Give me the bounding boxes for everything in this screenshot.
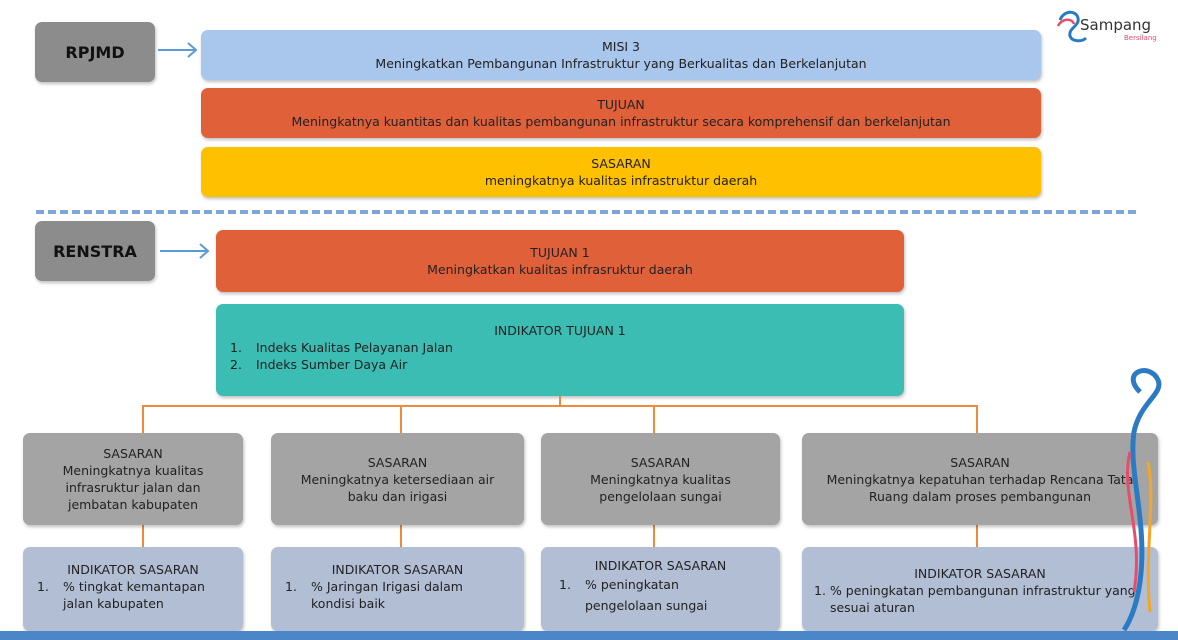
- item-number: 1.: [559, 577, 571, 592]
- connector-drop-1: [142, 405, 144, 433]
- rpjmd-arrow-icon: [158, 42, 198, 58]
- indikator-sasaran-item: 1. % tingkat kemantapan jalan kabupaten: [37, 578, 233, 612]
- rpjmd-tujuan-title: TUJUAN: [597, 97, 645, 112]
- sasaran-box-3: SASARAN Meningkatnya kualitas pengelolaa…: [541, 433, 780, 525]
- logo-tagline: Bersilang: [1124, 34, 1157, 42]
- item-text: % Jaringan Irigasi dalam kondisi baik: [311, 579, 463, 611]
- item-text: % tingkat kemantapan jalan kabupaten: [63, 579, 205, 611]
- indikator-sasaran-title: INDIKATOR SASARAN: [67, 562, 199, 577]
- connector-link-1: [142, 525, 144, 547]
- indikator-sasaran-box-2: INDIKATOR SASARAN 1. % Jaringan Irigasi …: [271, 547, 524, 631]
- renstra-label-text: RENSTRA: [53, 241, 137, 261]
- indikator-sasaran-box-1: INDIKATOR SASARAN 1. % tingkat kemantapa…: [23, 547, 243, 631]
- indikator-sasaran-item: 1. % peningkatan pengelolaan sungai: [559, 574, 740, 616]
- logo-swirl-icon: [1056, 10, 1088, 43]
- item-text: % peningkatan pengelolaan sungai: [585, 577, 708, 613]
- item-text: Indeks Sumber Daya Air: [256, 357, 408, 372]
- rpjmd-sasaran-text: meningkatnya kualitas infrastruktur daer…: [484, 173, 758, 188]
- connector-horizontal: [142, 405, 978, 407]
- section-divider: [36, 210, 1136, 214]
- item-number: 1.: [814, 583, 826, 598]
- misi-box: MISI 3 Meningkatkan Pembangunan Infrastr…: [201, 30, 1041, 80]
- sasaran-box-1: SASARAN Meningkatnya kualitas infrasrukt…: [23, 433, 243, 525]
- item-number: 1.: [230, 340, 242, 355]
- indikator-sasaran-title: INDIKATOR SASARAN: [331, 562, 464, 577]
- rpjmd-tujuan-text: Meningkatnya kuantitas dan kualitas pemb…: [291, 114, 951, 129]
- misi-title: MISI 3: [601, 39, 641, 54]
- sasaran-title: SASARAN: [367, 454, 428, 470]
- connector-drop-3: [653, 405, 655, 433]
- decorative-swirl-icon: [1121, 368, 1162, 632]
- indikator-tujuan-box: INDIKATOR TUJUAN 1 1. Indeks Kualitas Pe…: [216, 304, 904, 396]
- indikator-sasaran-box-4: INDIKATOR SASARAN 1. % peningkatan pemba…: [802, 547, 1158, 631]
- connector-main-vertical: [559, 396, 561, 406]
- sasaran-title: SASARAN: [950, 454, 1010, 470]
- renstra-tujuan-box: TUJUAN 1 Meningkatkan kualitas infrasruk…: [216, 230, 904, 292]
- indikator-sasaran-title: INDIKATOR SASARAN: [594, 558, 727, 573]
- item-number: 1.: [37, 579, 49, 594]
- indikator-tujuan-item: 2. Indeks Sumber Daya Air: [230, 356, 453, 373]
- connector-drop-2: [400, 405, 402, 433]
- logo-name: Sampang: [1080, 16, 1152, 34]
- indikator-sasaran-box-3: INDIKATOR SASARAN 1. % peningkatan penge…: [541, 547, 780, 631]
- sasaran-box-2: SASARAN Meningkatnya ketersediaan air ba…: [271, 433, 524, 525]
- sasaran-box-4: SASARAN Meningkatnya kepatuhan terhadap …: [802, 433, 1158, 525]
- sasaran-text: Meningkatnya ketersediaan air baku dan i…: [300, 471, 495, 504]
- item-number: 2.: [230, 357, 242, 372]
- connector-drop-4: [976, 405, 978, 433]
- item-text: % peningkatan pembangunan infrastruktur …: [829, 583, 1136, 615]
- indikator-tujuan-list: 1. Indeks Kualitas Pelayanan Jalan 2. In…: [230, 339, 453, 373]
- sasaran-title: SASARAN: [103, 446, 163, 461]
- renstra-arrow-icon: [160, 243, 210, 259]
- rpjmd-tujuan-box: TUJUAN Meningkatnya kuantitas dan kualit…: [201, 88, 1041, 138]
- indikator-tujuan-item: 1. Indeks Kualitas Pelayanan Jalan: [230, 339, 453, 356]
- indikator-sasaran-title: INDIKATOR SASARAN: [914, 566, 1046, 581]
- bottom-bar: [0, 631, 1178, 640]
- sasaran-text: Meningkatnya kualitas infrasruktur jalan…: [62, 463, 204, 512]
- rpjmd-sasaran-box: SASARAN meningkatnya kualitas infrastruk…: [201, 147, 1041, 197]
- renstra-tujuan-title: TUJUAN 1: [530, 245, 590, 260]
- rpjmd-label-text: RPJMD: [65, 42, 125, 62]
- renstra-tujuan-text: Meningkatkan kualitas infrasruktur daera…: [427, 262, 693, 277]
- rpjmd-label: RPJMD: [35, 22, 155, 82]
- item-text: Indeks Kualitas Pelayanan Jalan: [256, 340, 453, 355]
- sasaran-title: SASARAN: [630, 454, 691, 470]
- connector-link-3: [653, 525, 655, 547]
- sasaran-text: Meningkatnya kepatuhan terhadap Rencana …: [826, 471, 1134, 504]
- indikator-sasaran-item: 1. % peningkatan pembangunan infrastrukt…: [814, 582, 1144, 616]
- renstra-label: RENSTRA: [35, 221, 155, 281]
- sampang-logo: Sampang Bersilang: [1054, 6, 1174, 46]
- sasaran-text: Meningkatnya kualitas pengelolaan sungai: [590, 471, 731, 504]
- item-number: 1.: [285, 579, 297, 594]
- misi-text: Meningkatkan Pembangunan Infrastruktur y…: [375, 56, 867, 71]
- connector-link-4: [976, 525, 978, 547]
- rpjmd-sasaran-title: SASARAN: [591, 156, 651, 171]
- indikator-tujuan-title: INDIKATOR TUJUAN 1: [494, 323, 626, 338]
- connector-link-2: [400, 525, 402, 547]
- indikator-sasaran-item: 1. % Jaringan Irigasi dalam kondisi baik: [285, 578, 484, 612]
